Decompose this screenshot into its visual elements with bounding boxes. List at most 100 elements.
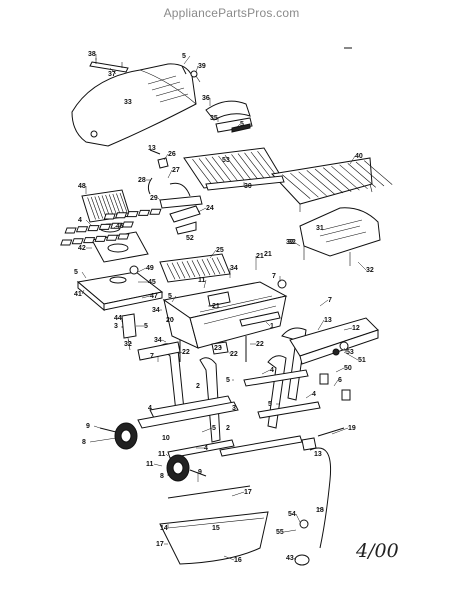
- callout-31: 31: [316, 225, 324, 232]
- side-shelf: [299, 207, 381, 266]
- side-burner-housing: [76, 265, 164, 312]
- callout-22: 22: [256, 341, 264, 348]
- callout-19: 19: [348, 425, 356, 432]
- callout-42: 42: [78, 245, 86, 252]
- callout-37: 37: [108, 71, 116, 78]
- callout-5: 5: [144, 323, 148, 330]
- callout-11: 11: [146, 461, 154, 468]
- callout-28: 28: [138, 177, 146, 184]
- wheel-right: [166, 454, 207, 482]
- callout-16: 16: [234, 557, 242, 564]
- callout-47: 47: [150, 293, 158, 300]
- callout-44: 44: [114, 315, 122, 322]
- callout-34: 34: [152, 307, 160, 314]
- callout-4: 4: [78, 217, 82, 224]
- callout-22: 22: [230, 351, 238, 358]
- callout-21: 21: [264, 251, 272, 258]
- callout-41: 41: [74, 291, 82, 298]
- grate-support-bar: [205, 175, 285, 191]
- callout-32: 32: [124, 341, 132, 348]
- callout-5: 5: [212, 425, 216, 432]
- callout-51: 51: [358, 357, 366, 364]
- wheel-left: [99, 422, 138, 450]
- callout-5: 5: [226, 377, 230, 384]
- callout-5: 5: [74, 269, 78, 276]
- callout-25: 25: [216, 247, 224, 254]
- heat-plates: [60, 208, 162, 246]
- cart-frame-left: [137, 341, 233, 443]
- callout-4: 4: [204, 445, 208, 452]
- callout-50: 50: [344, 365, 352, 372]
- cart-bottom-rails: [137, 401, 303, 459]
- cooking-grate: [183, 147, 283, 189]
- callout-7: 7: [150, 353, 154, 360]
- callout-45: 45: [148, 279, 156, 286]
- callout-27: 27: [172, 167, 180, 174]
- firebox: [162, 279, 288, 349]
- callout-21: 21: [212, 303, 220, 310]
- callout-22: 22: [182, 349, 190, 356]
- callout-43: 43: [286, 555, 294, 562]
- callout-7: 7: [328, 297, 332, 304]
- callout-4: 4: [270, 367, 274, 374]
- callout-35: 35: [210, 115, 218, 122]
- callout-18: 18: [316, 507, 324, 514]
- callout-5: 5: [182, 53, 186, 60]
- briquette-grate: [159, 253, 231, 283]
- watermark: AppliancePartsPros.com: [163, 6, 300, 20]
- callout-53: 53: [346, 349, 354, 356]
- gas-regulator-hose: [294, 427, 345, 566]
- callout-1: 1: [270, 323, 274, 330]
- firebox-supports: [179, 311, 281, 362]
- callout-38: 38: [88, 51, 96, 58]
- callout-49: 49: [146, 265, 154, 272]
- callout-46: 46: [116, 223, 124, 230]
- bolts-nuts: [319, 373, 351, 401]
- callout-13: 13: [324, 317, 332, 324]
- callout-30: 30: [244, 183, 252, 190]
- thermometer-hardware: [181, 65, 201, 83]
- callout-32: 32: [366, 267, 374, 274]
- callout-52: 52: [186, 235, 194, 242]
- igniter-parts: [147, 149, 191, 197]
- callout-7: 7: [272, 273, 276, 280]
- callout-14: 14: [160, 525, 168, 532]
- callout-5: 5: [168, 293, 172, 300]
- callout-12: 12: [352, 325, 360, 332]
- callout-32: 32: [286, 239, 294, 246]
- callout-13: 13: [148, 145, 156, 152]
- callout-55: 55: [276, 529, 284, 536]
- burner: [159, 195, 203, 235]
- callout-36: 36: [202, 95, 210, 102]
- callout-32: 32: [288, 239, 296, 246]
- callout-5: 5: [240, 121, 244, 128]
- callout-33: 33: [124, 99, 132, 106]
- callout-17: 17: [156, 541, 164, 548]
- callout-9: 9: [86, 423, 90, 430]
- callout-4: 4: [148, 405, 152, 412]
- callout-3: 3: [114, 323, 118, 330]
- callout-34: 34: [154, 337, 162, 344]
- callout-6: 6: [338, 377, 342, 384]
- callout-4: 4: [312, 391, 316, 398]
- callout-3: 3: [232, 405, 236, 412]
- callout-26: 26: [168, 151, 176, 158]
- callout-2: 2: [196, 383, 200, 390]
- callout-29: 29: [150, 195, 158, 202]
- callout-34: 34: [230, 265, 238, 272]
- tank-tray: [289, 317, 379, 365]
- callout-9: 9: [198, 469, 202, 476]
- revision-date: 4/00: [356, 540, 399, 562]
- callout-20: 20: [166, 317, 174, 324]
- callout-21: 21: [256, 253, 264, 260]
- callout-5: 5: [268, 401, 272, 408]
- callout-8: 8: [82, 439, 86, 446]
- callout-13: 13: [314, 451, 322, 458]
- warming-rack: [270, 157, 393, 212]
- callout-39: 39: [198, 63, 206, 70]
- callout-48: 48: [78, 183, 86, 190]
- grill-hood: [71, 63, 197, 147]
- callout-54: 54: [288, 511, 296, 518]
- callout-53: 53: [222, 157, 230, 164]
